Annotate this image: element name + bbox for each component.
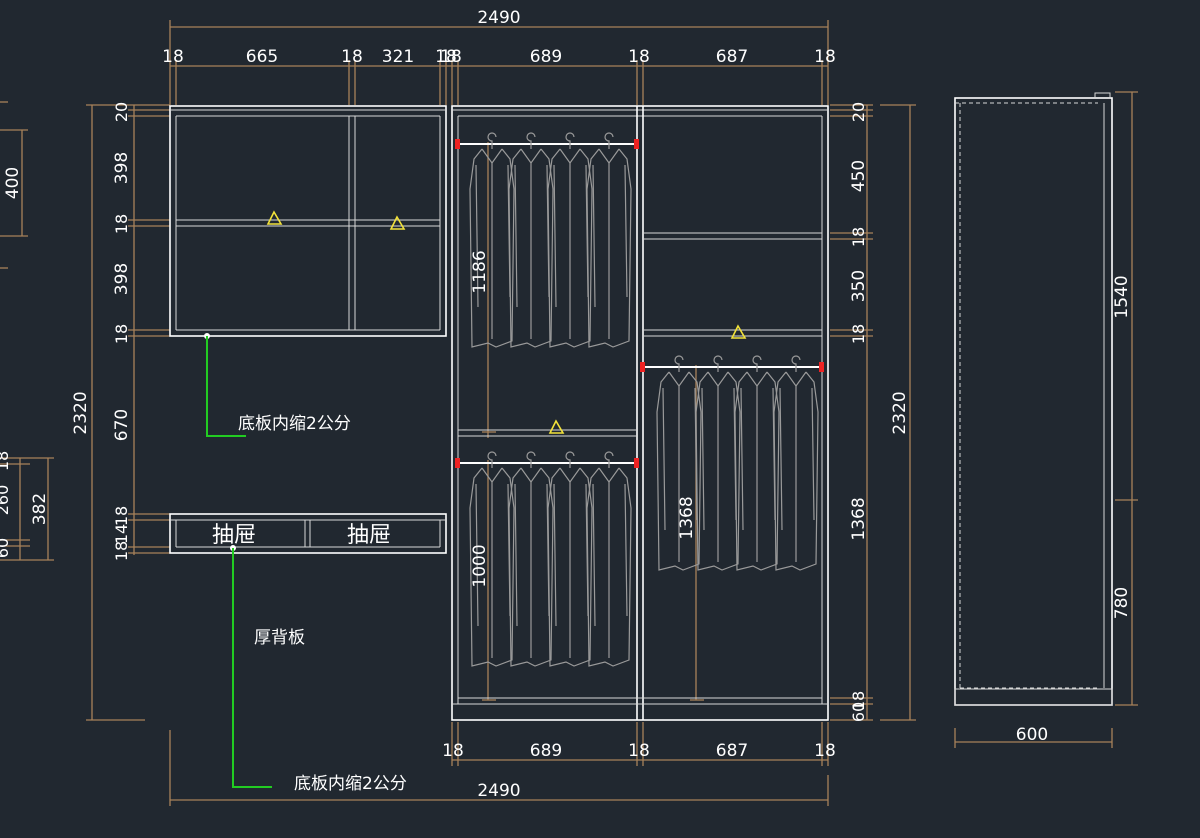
drawer-unit (169, 513, 447, 554)
upper-left-cabinet (169, 105, 447, 337)
label-top-18c: 18 (435, 47, 457, 67)
label-right-60: 60 (849, 702, 868, 722)
label-right-1368: 1368 (849, 497, 869, 540)
label-mid-1186: 1186 (470, 250, 490, 293)
label-top-18a: 18 (162, 47, 184, 67)
label-right-18a: 18 (849, 227, 868, 247)
label-right-total: 2320 (890, 391, 910, 434)
dimension-lines (0, 20, 1138, 806)
garment (508, 451, 554, 667)
label-top-687: 687 (716, 47, 748, 67)
label-bot-18a: 18 (442, 741, 464, 761)
note-thick-back: 厚背板 (254, 628, 305, 648)
label-bot-689: 689 (530, 741, 562, 761)
label-left-18b: 18 (112, 324, 131, 344)
garment (547, 132, 593, 348)
label-mid-1368: 1368 (677, 496, 697, 539)
garment (695, 355, 741, 571)
label-top-18d: 18 (440, 47, 462, 67)
label-far-260: 260 (0, 485, 12, 516)
label-drawer-1: 抽屉 (212, 523, 256, 548)
label-total-width-top: 2490 (477, 8, 520, 28)
label-far-18: 18 (0, 451, 12, 471)
label-left-18c: 18 (112, 506, 131, 526)
label-top-689: 689 (530, 47, 562, 67)
note-bottom-inset-2: 底板内缩2公分 (294, 774, 407, 794)
garment (469, 132, 515, 348)
label-left-14: 14 (112, 524, 131, 544)
label-left-670: 670 (112, 409, 132, 441)
label-top-321: 321 (382, 47, 414, 67)
garment (734, 355, 780, 571)
label-right-20: 20 (849, 102, 868, 122)
label-mid-1000: 1000 (470, 544, 490, 587)
label-bot-18c: 18 (814, 741, 836, 761)
label-top-665: 665 (246, 47, 278, 67)
label-far-382: 382 (30, 493, 50, 525)
garment (586, 451, 632, 667)
annotation-labels: 抽屉 抽屉 底板内缩2公分 厚背板 底板内缩2公分 (212, 414, 407, 794)
note-bottom-inset-1: 底板内缩2公分 (238, 414, 351, 434)
garment (586, 132, 632, 348)
triangle-markers (266, 210, 747, 434)
label-left-18a: 18 (112, 214, 131, 234)
label-side-600: 600 (1016, 725, 1048, 745)
wardrobe-main (451, 105, 829, 721)
label-side-1540: 1540 (1112, 275, 1132, 318)
label-total-width-bottom: 2490 (477, 781, 520, 801)
label-top-18e: 18 (628, 47, 650, 67)
label-left-18d: 18 (112, 541, 131, 561)
label-right-350: 350 (849, 270, 869, 302)
label-right-450: 450 (849, 160, 869, 192)
garment (773, 355, 819, 571)
label-left-20: 20 (112, 102, 131, 122)
label-left-398b: 398 (112, 263, 132, 295)
garment (508, 132, 554, 348)
label-right-18c: 18 (849, 691, 868, 711)
label-bot-687: 687 (716, 741, 748, 761)
label-bot-18b: 18 (628, 741, 650, 761)
label-far-60: 60 (0, 538, 12, 558)
leader-lines (204, 333, 272, 788)
hanging-rods (455, 139, 824, 468)
garment (547, 451, 593, 667)
label-side-780: 780 (1112, 587, 1132, 619)
label-far-400: 400 (3, 167, 23, 199)
hanging-garments (469, 132, 819, 667)
label-drawer-2: 抽屉 (347, 523, 391, 548)
label-right-18b: 18 (849, 324, 868, 344)
label-left-398a: 398 (112, 152, 132, 184)
side-view-cabinet (954, 92, 1113, 706)
label-top-18f: 18 (814, 47, 836, 67)
dimension-labels: 2490 18 665 18 321 18 18 689 18 687 18 1… (0, 8, 1132, 801)
label-top-18b: 18 (341, 47, 363, 67)
label-left-total: 2320 (71, 391, 91, 434)
